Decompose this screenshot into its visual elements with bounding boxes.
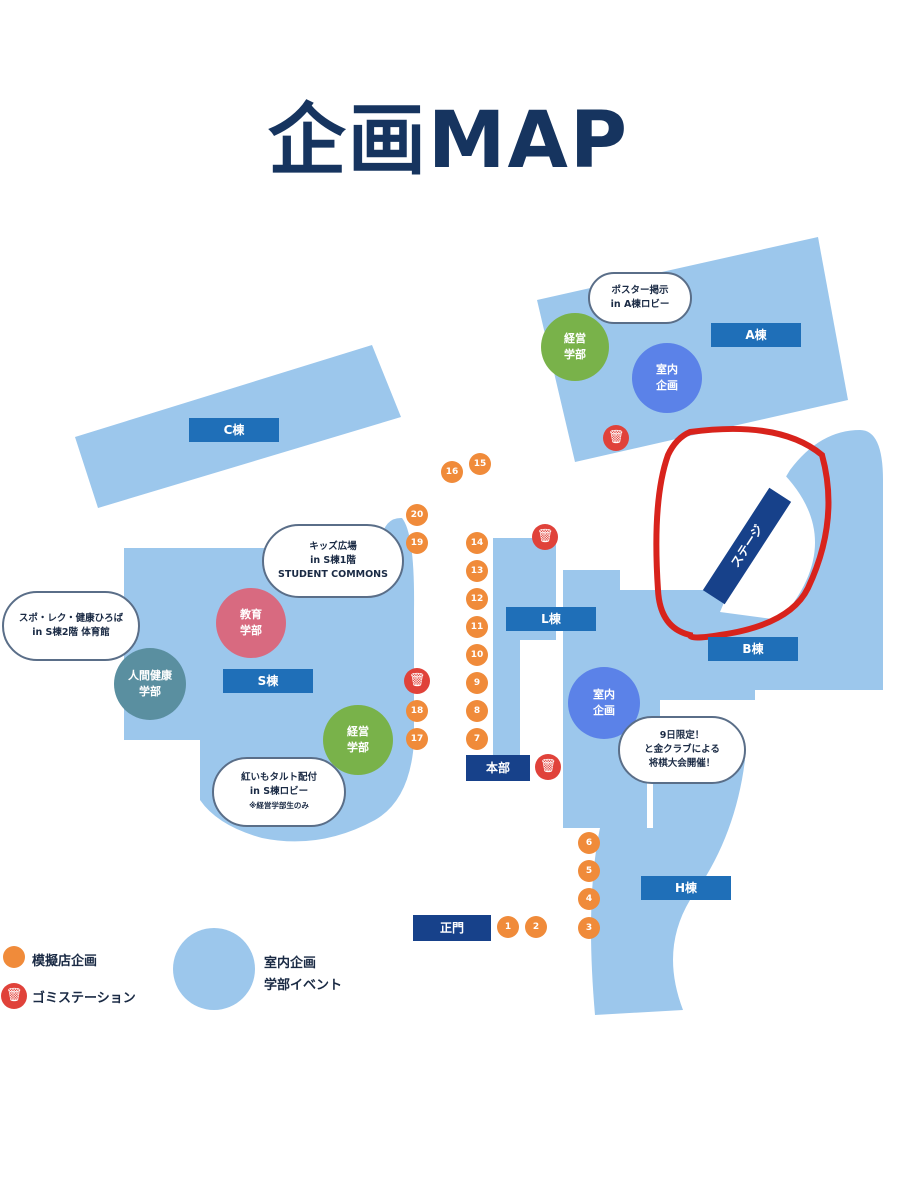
stall-19: 19	[406, 532, 428, 554]
h-building	[591, 730, 745, 1015]
trash-can-icon: 🗑	[404, 668, 430, 694]
stall-7: 7	[466, 728, 488, 750]
stall-12: 12	[466, 588, 488, 610]
label-a: A棟	[711, 323, 801, 347]
label-l: L棟	[506, 607, 596, 631]
stall-6: 6	[578, 832, 600, 854]
label-honbu: 本部	[466, 755, 530, 781]
legend-indoor-label-1: 室内企画	[264, 956, 317, 971]
stall-8: 8	[466, 700, 488, 722]
stall-15: 15	[469, 453, 491, 475]
circle-shitsunai-top: 室内企画	[632, 343, 702, 413]
stall-3: 3	[578, 917, 600, 939]
stall-5: 5	[578, 860, 600, 882]
stall-17: 17	[406, 728, 428, 750]
circle-kyoiku: 教育学部	[216, 588, 286, 658]
stall-2: 2	[525, 916, 547, 938]
label-s: S棟	[223, 669, 313, 693]
l-building	[493, 538, 556, 762]
circle-keiei-s: 経営学部	[323, 705, 393, 775]
stall-9: 9	[466, 672, 488, 694]
legend-indoor-circle	[173, 928, 255, 1010]
legend-stall-dot	[3, 946, 25, 968]
stall-10: 10	[466, 644, 488, 666]
red-annotation	[653, 425, 832, 641]
stall-4: 4	[578, 888, 600, 910]
stall-18: 18	[406, 700, 428, 722]
legend-trash-label: ゴミステーション	[32, 991, 136, 1006]
stall-14: 14	[466, 532, 488, 554]
stall-1: 1	[497, 916, 519, 938]
map-title: 企画MAP	[267, 96, 630, 186]
stall-11: 11	[466, 616, 488, 638]
label-h: H棟	[641, 876, 731, 900]
label-seimon: 正門	[413, 915, 491, 941]
circle-keiei-top: 経営学部	[541, 313, 609, 381]
trash-can-icon: 🗑	[532, 524, 558, 550]
circle-ningen: 人間健康学部	[114, 648, 186, 720]
stage-area	[720, 470, 815, 620]
legend-indoor-label-2: 学部イベント	[264, 978, 343, 993]
legend-stall-label: 模擬店企画	[32, 954, 98, 969]
trash-can-icon: 🗑	[603, 425, 629, 451]
trash-can-icon: 🗑	[535, 754, 561, 780]
stall-13: 13	[466, 560, 488, 582]
label-b: B棟	[708, 637, 798, 661]
stall-20: 20	[406, 504, 428, 526]
bubble-shogi: 9日限定！と金クラブによる将棋大会開催！	[618, 716, 746, 784]
label-c: C棟	[189, 418, 279, 442]
stall-16: 16	[441, 461, 463, 483]
legend-trash-icon: 🗑	[1, 983, 27, 1009]
